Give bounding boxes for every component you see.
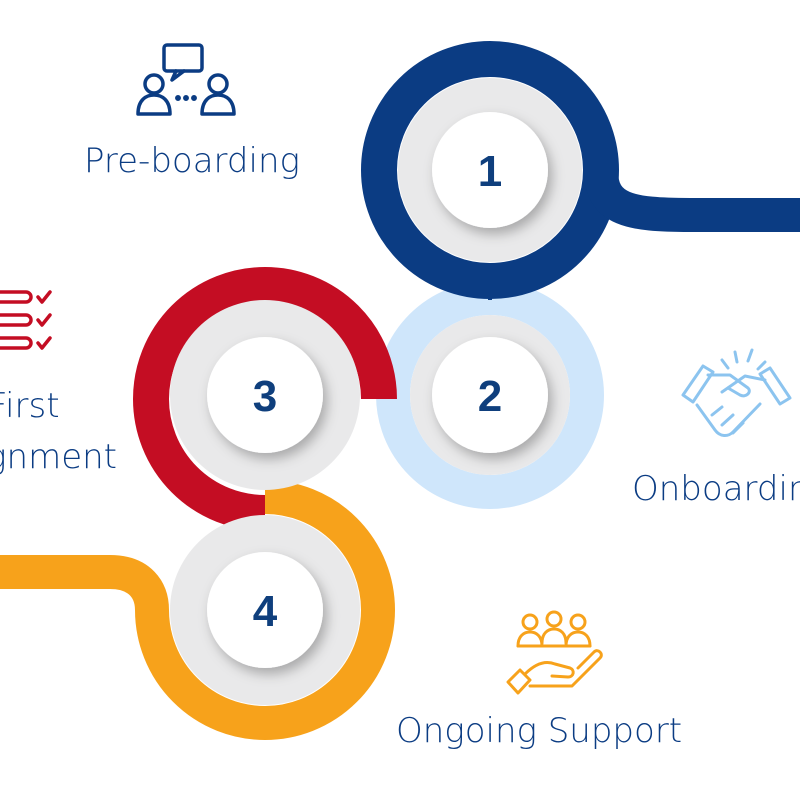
checklist-icon [0,290,52,350]
step-3-label-line2: Assignment [0,437,117,477]
step-1-number: 1 [478,147,502,196]
step-4-number: 4 [253,587,278,636]
step-1-disc: 1 [398,78,582,262]
step-1-label: Pre-boarding [84,141,300,181]
step-2-number: 2 [478,372,502,421]
step-4-ring [0,480,395,740]
step-3-disc: 3 [170,300,360,490]
step-3-number: 3 [253,372,277,421]
step-3-ring [133,267,397,531]
step-2-label: Onboarding [632,469,800,509]
step-4-label: Ongoing Support [396,711,682,751]
step-3-label-line1: First [0,386,60,426]
people-chat-icon [136,43,236,116]
step-4-disc: 4 [170,515,360,705]
hand-people-icon [506,610,603,695]
step-2-disc: 2 [410,315,570,475]
step-1-ring [361,41,800,300]
handshake-icon [681,348,792,437]
